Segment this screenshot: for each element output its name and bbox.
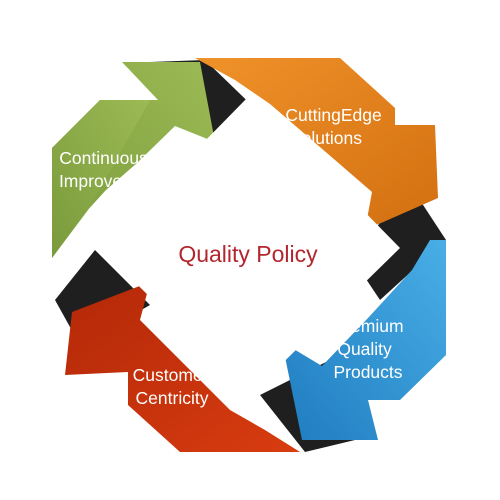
- segment-cutting-edge-solutions: CuttingEdge Solutions: [195, 58, 438, 230]
- segment-premium-quality-products: Premium Quality Products: [282, 240, 446, 440]
- customer-centricity-line-2: Centricity: [136, 388, 209, 408]
- premium-quality-products-line-1: Premium: [334, 316, 404, 336]
- center-title: Quality Policy: [178, 241, 318, 267]
- continuous-improvement-line-2: Improvement: [59, 171, 161, 191]
- cutting-edge-solutions-label: CuttingEdge Solutions: [285, 105, 386, 148]
- continuous-improvement-body: [52, 100, 150, 258]
- cutting-edge-solutions-arrow: [195, 58, 438, 230]
- premium-quality-products-line-2: Quality: [337, 339, 392, 359]
- customer-centricity-label: Customer Centricity: [133, 365, 214, 408]
- segment-continuous-improvement: Continuous Improvement: [52, 62, 215, 258]
- segment-customer-centricity: Customer Centricity: [65, 282, 300, 452]
- cutting-edge-solutions-line-1: CuttingEdge: [285, 105, 381, 125]
- premium-quality-products-arrow: [282, 240, 446, 440]
- continuous-improvement-line-1: Continuous: [59, 148, 148, 168]
- center-diamond: [100, 95, 400, 395]
- premium-quality-products-line-3: Products: [333, 362, 402, 382]
- premium-quality-products-label: Premium Quality Products: [333, 316, 408, 382]
- continuous-improvement-label: Continuous Improvement: [59, 148, 161, 191]
- customer-centricity-line-1: Customer: [133, 365, 209, 385]
- cutting-edge-solutions-line-2: Solutions: [290, 128, 362, 148]
- customer-centricity-arrow: [65, 282, 300, 452]
